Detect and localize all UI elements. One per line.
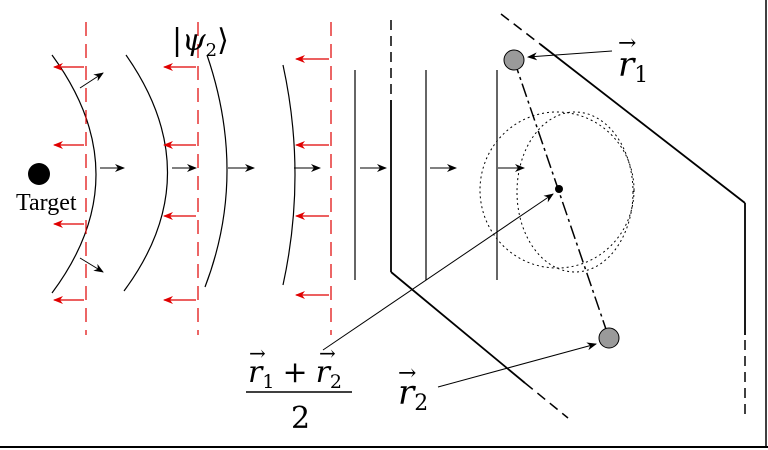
midpoint-dot bbox=[555, 185, 563, 193]
target-dot bbox=[28, 163, 50, 185]
particle-r1 bbox=[503, 49, 525, 71]
r2-label: r2 bbox=[398, 373, 428, 416]
dotted-ellipse-vertical bbox=[516, 111, 634, 273]
box-bottom-solid bbox=[390, 271, 526, 384]
wavefront-4 bbox=[282, 64, 296, 286]
psi-ket-label: |ψ2⟩ bbox=[172, 23, 229, 61]
propagation-arrows bbox=[79, 72, 525, 273]
midpoint-fraction-denominator: 2 bbox=[291, 401, 310, 436]
midpoint-pointer-arrow bbox=[322, 193, 554, 351]
fraction-r1-vector-arrow: → bbox=[249, 341, 266, 365]
box-outline bbox=[390, 13, 746, 419]
box-top-dashed bbox=[500, 13, 541, 45]
red-backward-arrows bbox=[53, 55, 329, 304]
box-top-solid bbox=[539, 43, 746, 204]
fraction-r2-vector-arrow: → bbox=[319, 341, 336, 365]
flat-wavefronts bbox=[354, 70, 498, 280]
target-label: Target bbox=[16, 190, 77, 216]
wavefront-1 bbox=[51, 54, 97, 294]
curved-wavefronts bbox=[51, 54, 296, 294]
r1-label: r1 bbox=[618, 45, 648, 88]
red-dashed-lines bbox=[85, 22, 332, 335]
r2-vector-arrow: → bbox=[398, 361, 416, 386]
dotted-ellipse-horizontal bbox=[479, 111, 635, 269]
label-pointer-arrows bbox=[322, 50, 613, 388]
prop-arrow-diagonal-up bbox=[79, 72, 104, 89]
particle-connector-line bbox=[513, 59, 610, 339]
r1-vector-arrow: → bbox=[618, 31, 636, 56]
r1-pointer-arrow bbox=[527, 50, 613, 61]
wavefront-2 bbox=[123, 54, 169, 292]
particle-r2 bbox=[598, 327, 620, 349]
dotted-ellipses bbox=[479, 111, 635, 273]
wavefront-3 bbox=[204, 54, 228, 288]
prop-arrow-diagonal-down bbox=[79, 257, 104, 273]
box-bottom-dashed bbox=[524, 382, 569, 419]
midpoint-fraction-numerator: r1+r2 bbox=[248, 355, 342, 393]
r2-pointer-arrow bbox=[437, 342, 597, 388]
